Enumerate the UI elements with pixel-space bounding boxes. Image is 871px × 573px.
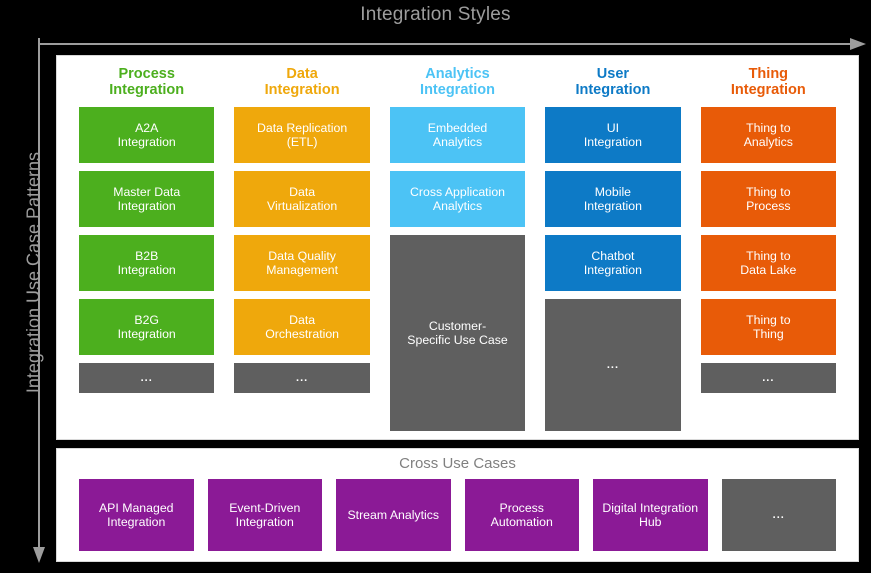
use-case-box[interactable]: Data Virtualization — [234, 171, 370, 227]
column-header: Process Integration — [109, 66, 185, 98]
use-case-box[interactable]: UI Integration — [545, 107, 681, 163]
column-header: User Integration — [575, 66, 651, 98]
cross-use-cases-title: Cross Use Cases — [399, 455, 516, 472]
use-case-box[interactable]: Thing to Data Lake — [700, 235, 837, 291]
use-case-box[interactable]: Embedded Analytics — [389, 107, 526, 163]
column-header: Data Integration — [264, 66, 340, 98]
use-case-box[interactable]: A2A Integration — [79, 107, 215, 163]
use-case-box[interactable]: B2G Integration — [79, 299, 215, 355]
use-case-box[interactable]: Thing to Process — [700, 171, 837, 227]
use-case-box[interactable]: Mobile Integration — [545, 171, 681, 227]
column-header: Thing Integration — [730, 66, 806, 98]
placeholder-box[interactable]: ... — [234, 363, 370, 393]
use-case-box[interactable]: Data Replication (ETL) — [234, 107, 370, 163]
vertical-axis-arrow — [33, 38, 45, 563]
placeholder-box[interactable]: ... — [79, 363, 215, 393]
use-case-box[interactable]: Master Data Integration — [79, 171, 215, 227]
use-case-box[interactable]: Thing to Analytics — [700, 107, 837, 163]
cross-use-case-box[interactable]: Process Automation — [464, 479, 579, 551]
horizontal-axis-arrow — [38, 38, 866, 50]
cross-use-case-box[interactable]: Stream Analytics — [336, 479, 451, 551]
use-case-box[interactable]: Chatbot Integration — [545, 235, 681, 291]
integration-styles-axis-title: Integration Styles — [360, 4, 511, 25]
use-case-box[interactable]: Thing to Thing — [700, 299, 837, 355]
cross-use-case-box[interactable]: API Managed Integration — [79, 479, 194, 551]
use-case-box[interactable]: B2B Integration — [79, 235, 215, 291]
cross-use-case-box[interactable]: Event-Driven Integration — [207, 479, 322, 551]
use-case-box[interactable]: Cross Application Analytics — [389, 171, 526, 227]
column-header: Analytics Integration — [420, 66, 495, 98]
use-case-box[interactable]: Data Orchestration — [234, 299, 370, 355]
placeholder-box[interactable]: ... — [545, 299, 681, 431]
column-cells: Data Replication (ETL) Data Virtualizatio… — [234, 107, 370, 431]
placeholder-box[interactable]: ... — [700, 363, 837, 393]
cross-use-case-box[interactable]: Digital Integration Hub — [593, 479, 708, 551]
use-case-box[interactable]: Data Quality Management — [234, 235, 370, 291]
placeholder-box[interactable]: Customer- Specific Use Case — [389, 235, 526, 431]
use-case-patterns-axis-title: Integration Use Case Patterns — [23, 151, 44, 394]
placeholder-box[interactable]: ... — [721, 479, 836, 551]
